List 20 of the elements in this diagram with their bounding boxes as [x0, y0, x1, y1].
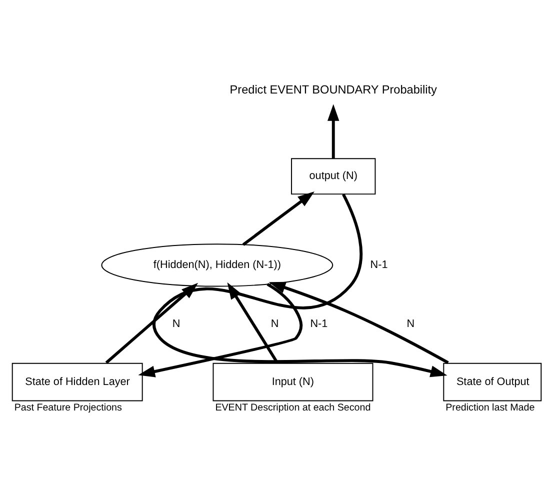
node-label: EVENT Description at each Second: [215, 402, 371, 414]
edge-label: N-1: [370, 258, 388, 271]
arrow: [105, 282, 198, 364]
node-label: Prediction last Made: [446, 402, 535, 414]
node-box: Input (N): [212, 362, 374, 402]
arrow: [268, 282, 449, 364]
arrow: [242, 191, 314, 246]
arrow: [328, 104, 340, 158]
arrow: [152, 194, 448, 378]
arrow: [138, 282, 303, 378]
edge-label: N: [270, 318, 279, 330]
node-box: State of Output: [443, 362, 542, 402]
node-box: State of Hidden Layer: [12, 362, 143, 402]
node-text: Predict EVENT BOUNDARY Probability: [230, 82, 437, 97]
edge-label: N: [406, 318, 415, 330]
edge-label: N: [172, 318, 180, 330]
edge-label: N-1: [310, 318, 328, 330]
node-label: Past Feature Projections: [14, 402, 122, 414]
node-ellipse: f(Hidden(N), Hidden (N-1)): [101, 244, 334, 287]
node-box: output (N): [291, 158, 376, 195]
